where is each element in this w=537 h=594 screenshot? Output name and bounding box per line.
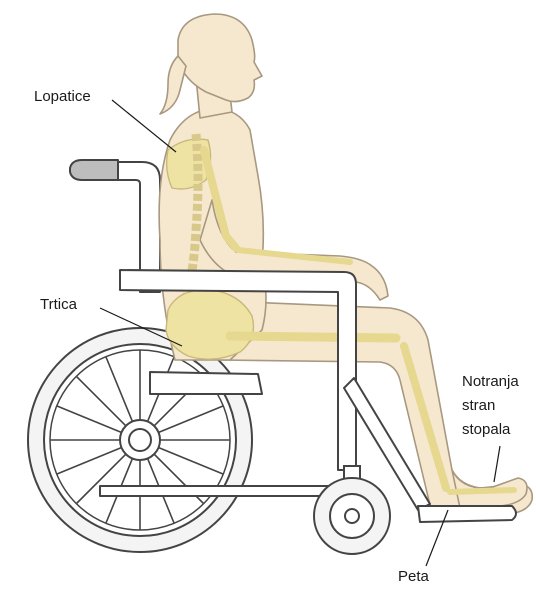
leader-inner-foot [494,446,500,482]
femur [230,336,396,338]
lower-frame [100,486,330,496]
rear-wheel [28,328,252,552]
head [178,14,262,102]
front-caster-wheel [314,466,390,554]
label-tailbone: Trtica [40,296,77,314]
ponytail [160,56,186,114]
label-inner-foot-line3: stopala [462,421,510,439]
seat-rail [150,372,262,394]
label-shoulder-blades: Lopatice [34,88,91,106]
label-inner-foot-line2: stran [462,397,495,415]
label-heel: Peta [398,568,429,586]
push-handle-grip [70,160,118,180]
footplate [418,506,516,522]
foot-bones [450,490,514,492]
label-inner-foot-line1: Notranja [462,373,519,391]
